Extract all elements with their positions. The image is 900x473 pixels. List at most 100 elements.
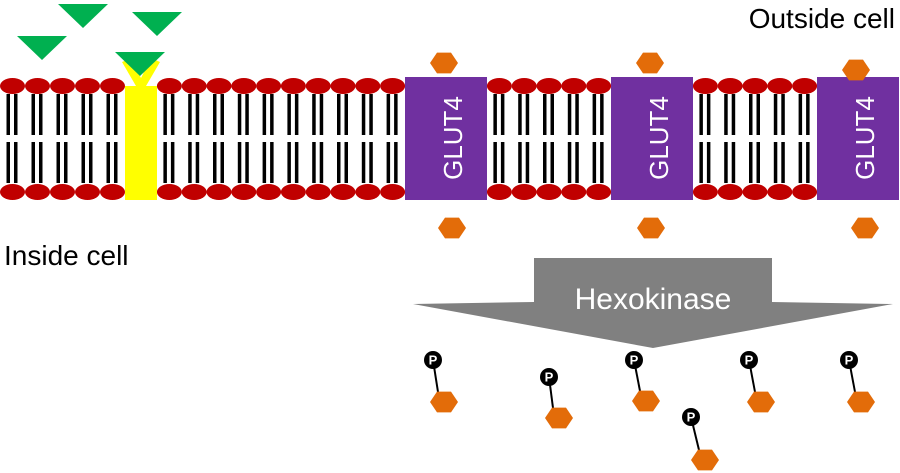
lipid-tail [706, 142, 711, 183]
lipid-head [206, 184, 232, 200]
lipid-tail [14, 94, 18, 135]
phospholipid [25, 78, 50, 200]
lipid-tail [699, 142, 703, 183]
lipid-head [330, 78, 356, 94]
lipid-tail [6, 94, 10, 135]
glut4-transporter: GLUT4 [405, 77, 487, 200]
glucose-inside [438, 217, 879, 239]
phosphate-label: P [745, 353, 754, 368]
lipid-head [100, 78, 125, 94]
lipid-tail [14, 142, 18, 183]
lipid-tail [163, 94, 167, 135]
lipid-tail [89, 142, 93, 183]
glut4-transporter: GLUT4 [611, 77, 693, 200]
lipid-head [156, 78, 182, 94]
lipid-head [256, 78, 282, 94]
glut4-label: GLUT4 [850, 96, 880, 180]
lipid-head [767, 78, 793, 94]
lipid-head [75, 78, 100, 94]
lipid-head [181, 184, 207, 200]
lipid-head [305, 78, 331, 94]
lipid-head [181, 78, 207, 94]
glut4-transporter: GLUT4 [817, 77, 899, 200]
lipid-tail [245, 142, 249, 183]
lipid-tail [337, 142, 341, 183]
lipid-tail [319, 142, 324, 183]
lipid-tail [575, 142, 579, 183]
lipid-tail [369, 94, 373, 135]
lipid-tail [731, 94, 736, 135]
lipid-head [692, 184, 718, 200]
lipid-head [231, 184, 257, 200]
lipid-head [717, 78, 743, 94]
lipid-tail [525, 142, 530, 183]
lipid-tail [699, 94, 703, 135]
lipid-tail [731, 142, 736, 183]
lipid-head [486, 78, 512, 94]
lipid-head [561, 78, 587, 94]
receptor-body [125, 86, 157, 200]
phospholipid [330, 78, 356, 200]
phospholipid [181, 78, 207, 200]
lipid-tail [195, 94, 200, 135]
glucose-icon [842, 59, 870, 81]
insulin-molecules [17, 4, 182, 76]
lipid-head [25, 78, 50, 94]
lipid-head [0, 184, 25, 200]
lipid-tail [592, 94, 597, 135]
lipid-tail [394, 142, 398, 183]
insulin-icon [115, 52, 165, 76]
phosphate-label: P [429, 353, 438, 368]
lipid-tail [114, 94, 118, 135]
lipid-tail [170, 94, 175, 135]
phospholipid [380, 78, 406, 200]
phospholipid [742, 78, 768, 200]
lipid-tail [294, 94, 299, 135]
lipid-tail [592, 142, 597, 183]
lipid-tail [262, 94, 267, 135]
lipid-tail [500, 94, 505, 135]
glucose-icon [430, 52, 458, 74]
lipid-tail [567, 94, 572, 135]
lipid-tail [188, 94, 192, 135]
lipid-tail [195, 142, 200, 183]
phospholipid [486, 78, 512, 200]
lipid-tail [500, 142, 505, 183]
hexokinase-label: Hexokinase [575, 283, 732, 316]
glut4-body [405, 77, 487, 200]
insulin-receptor [122, 58, 160, 200]
lipid-tail [600, 94, 604, 135]
lipid-tail [493, 94, 497, 135]
lipid-tail [64, 142, 68, 183]
lipid-tail [386, 94, 391, 135]
lipid-tail [600, 142, 604, 183]
lipid-tail [106, 94, 110, 135]
lipid-tail [31, 142, 35, 183]
lipid-head [536, 78, 562, 94]
lipid-tail [724, 142, 728, 183]
lipid-tail [39, 142, 43, 183]
glut4-label: GLUT4 [438, 96, 468, 180]
lipid-head [511, 78, 537, 94]
lipid-head [511, 184, 537, 200]
glut4-transporters: GLUT4 GLUT4 GLUT4 [405, 77, 899, 200]
phospholipid [792, 78, 818, 200]
glucose-icon [632, 390, 660, 412]
lipid-head [355, 78, 381, 94]
lipid-head [305, 184, 331, 200]
lipid-tail [781, 142, 785, 183]
lipid-tail [344, 94, 348, 135]
lipid-tail [237, 142, 242, 183]
lipid-head [25, 184, 50, 200]
lipid-tail [89, 94, 93, 135]
glucose-icon [691, 449, 719, 471]
glucose-6-phosphate: P [840, 351, 875, 413]
phospholipid [355, 78, 381, 200]
lipid-tail [781, 94, 785, 135]
hexokinase-arrow-shape [413, 258, 893, 348]
glucose-icon [430, 391, 458, 413]
phospholipid [767, 78, 793, 200]
phospholipid [100, 78, 125, 200]
glucose-6-phosphate: P [740, 351, 775, 413]
lipid-tail [337, 94, 341, 135]
